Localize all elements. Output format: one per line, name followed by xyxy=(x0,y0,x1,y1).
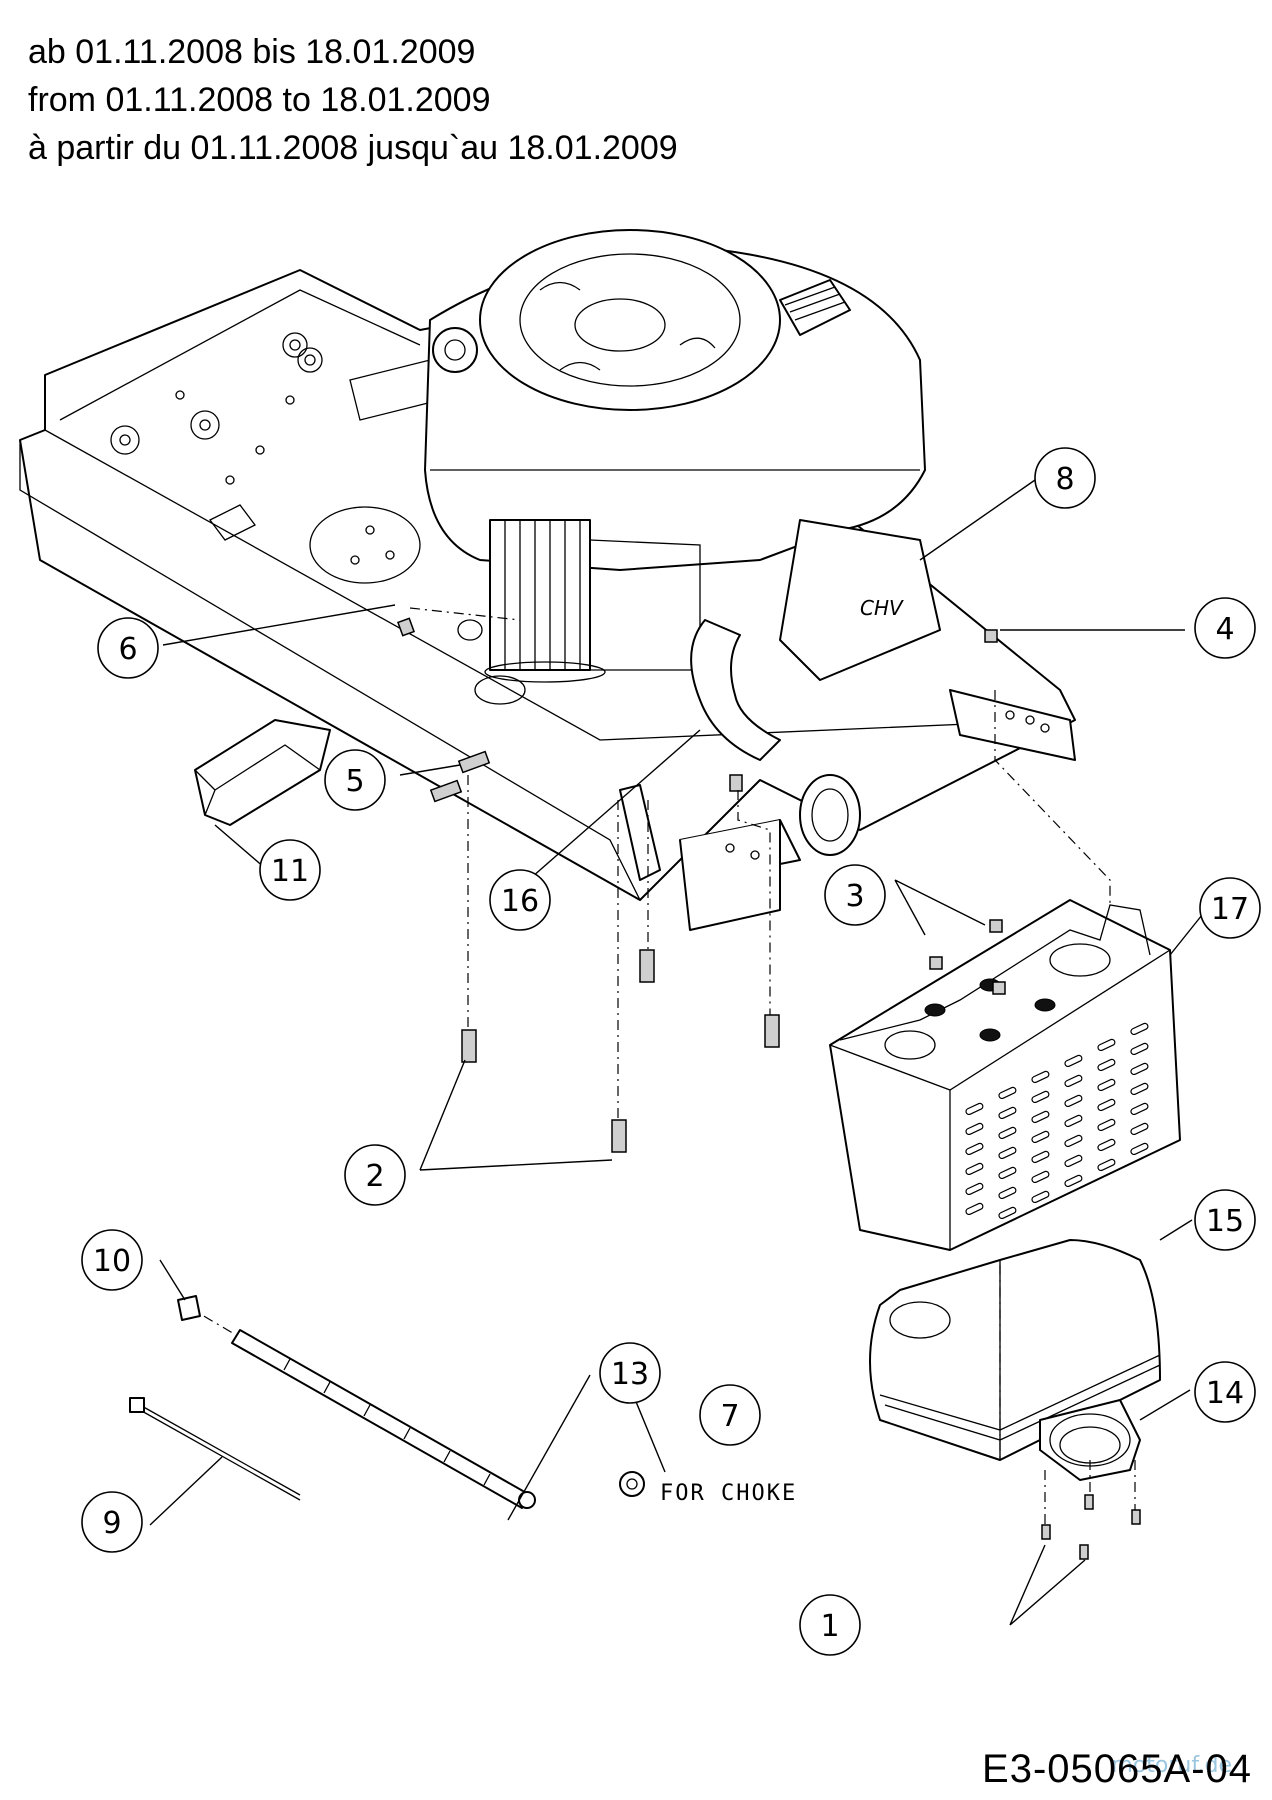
callout-14: 14 xyxy=(1194,1361,1256,1423)
vent-slot xyxy=(998,1106,1017,1120)
leader-lines xyxy=(149,479,1211,1626)
vent-slot xyxy=(965,1102,984,1116)
callout-9: 9 xyxy=(81,1491,143,1553)
heat-shield xyxy=(829,899,1181,1251)
callout-11: 11 xyxy=(259,839,321,901)
vent-slot xyxy=(1031,1090,1050,1104)
vent-slot xyxy=(1031,1130,1050,1144)
svg-text:5: 5 xyxy=(345,764,364,799)
callout-5: 5 xyxy=(324,749,386,811)
vent-slot xyxy=(1097,1098,1116,1112)
callout-15: 15 xyxy=(1194,1189,1256,1251)
svg-text:16: 16 xyxy=(501,884,539,919)
svg-text:13: 13 xyxy=(611,1357,649,1392)
vent-slot xyxy=(1064,1134,1083,1148)
svg-text:14: 14 xyxy=(1206,1376,1244,1411)
cable-clip xyxy=(177,1295,201,1321)
callout-3: 3 xyxy=(824,864,886,926)
vent-slot xyxy=(1064,1054,1083,1068)
vent-slot xyxy=(1130,1042,1149,1056)
vent-slot xyxy=(1130,1082,1149,1096)
callout-1: 1 xyxy=(799,1594,861,1656)
callout-13: 13 xyxy=(599,1342,661,1404)
header-line-en: from 01.11.2008 to 18.01.2009 xyxy=(28,81,491,119)
vent-slot xyxy=(1097,1158,1116,1172)
engine-badge: CHV xyxy=(860,596,904,620)
vent-slot xyxy=(1031,1150,1050,1164)
exhaust-manifold: CHV xyxy=(690,519,1076,856)
vent-slot xyxy=(998,1166,1017,1180)
drawing-code: E3-05065A-04 xyxy=(982,1747,1252,1791)
svg-text:9: 9 xyxy=(102,1506,121,1541)
exhaust-deflector xyxy=(1039,1399,1141,1481)
vent-slot xyxy=(1064,1094,1083,1108)
svg-text:8: 8 xyxy=(1055,462,1074,497)
svg-text:6: 6 xyxy=(118,632,137,667)
vent-slot xyxy=(965,1202,984,1216)
choke-nut xyxy=(619,1471,645,1497)
callout-17: 17 xyxy=(1199,877,1261,939)
vent-slot xyxy=(965,1162,984,1176)
vent-slot xyxy=(965,1122,984,1136)
vent-slot xyxy=(1097,1058,1116,1072)
vent-slot xyxy=(1031,1110,1050,1124)
vent-slot xyxy=(1031,1070,1050,1084)
engine xyxy=(424,229,926,683)
bracket-part-11 xyxy=(194,719,331,826)
fasteners xyxy=(397,617,1141,1560)
choke-note: FOR CHOKE xyxy=(660,1481,797,1506)
vent-slot xyxy=(1097,1118,1116,1132)
vent-slot xyxy=(965,1182,984,1196)
vent-slot xyxy=(1064,1154,1083,1168)
svg-text:10: 10 xyxy=(93,1244,131,1279)
vent-slot xyxy=(1064,1074,1083,1088)
watermark-logo: motoruf.de xyxy=(1111,1753,1232,1778)
callout-16: 16 xyxy=(489,869,551,931)
svg-text:7: 7 xyxy=(720,1399,739,1434)
callout-4: 4 xyxy=(1194,597,1256,659)
header-line-fr: à partir du 01.11.2008 jusqu`au 18.01.20… xyxy=(28,129,678,167)
vent-slot xyxy=(998,1146,1017,1160)
vent-slot xyxy=(1064,1174,1083,1188)
vent-slot xyxy=(1130,1022,1149,1036)
vent-slot xyxy=(998,1126,1017,1140)
vent-slot xyxy=(998,1206,1017,1220)
vent-slot xyxy=(1097,1138,1116,1152)
heat-shield-vent-slots xyxy=(965,1022,1149,1220)
choke-cable xyxy=(231,1329,536,1509)
date-range-header: ab 01.11.2008 bis 18.01.2009 from 01.11.… xyxy=(28,28,678,172)
svg-text:11: 11 xyxy=(271,854,309,889)
cable-tie xyxy=(129,1397,301,1501)
callout-8: 8 xyxy=(1034,447,1096,509)
vent-slot xyxy=(1130,1102,1149,1116)
svg-text:2: 2 xyxy=(365,1159,384,1194)
vent-slot xyxy=(1130,1062,1149,1076)
vent-slot xyxy=(1130,1142,1149,1156)
callout-2: 2 xyxy=(344,1144,406,1206)
vent-slot xyxy=(1097,1038,1116,1052)
vent-slot xyxy=(1064,1114,1083,1128)
svg-text:15: 15 xyxy=(1206,1204,1244,1239)
callout-6: 6 xyxy=(97,617,159,679)
vent-slot xyxy=(998,1186,1017,1200)
svg-text:17: 17 xyxy=(1211,892,1249,927)
vent-slot xyxy=(1097,1078,1116,1092)
vent-slot xyxy=(1031,1170,1050,1184)
vent-slot xyxy=(1031,1190,1050,1204)
svg-text:1: 1 xyxy=(820,1609,839,1644)
header-line-de: ab 01.11.2008 bis 18.01.2009 xyxy=(28,33,476,71)
vent-slot xyxy=(998,1086,1017,1100)
callout-10: 10 xyxy=(81,1229,143,1291)
svg-text:3: 3 xyxy=(845,879,864,914)
vent-slot xyxy=(965,1142,984,1156)
svg-text:4: 4 xyxy=(1215,612,1234,647)
vent-slot xyxy=(1130,1122,1149,1136)
callout-7: 7 xyxy=(699,1384,761,1446)
